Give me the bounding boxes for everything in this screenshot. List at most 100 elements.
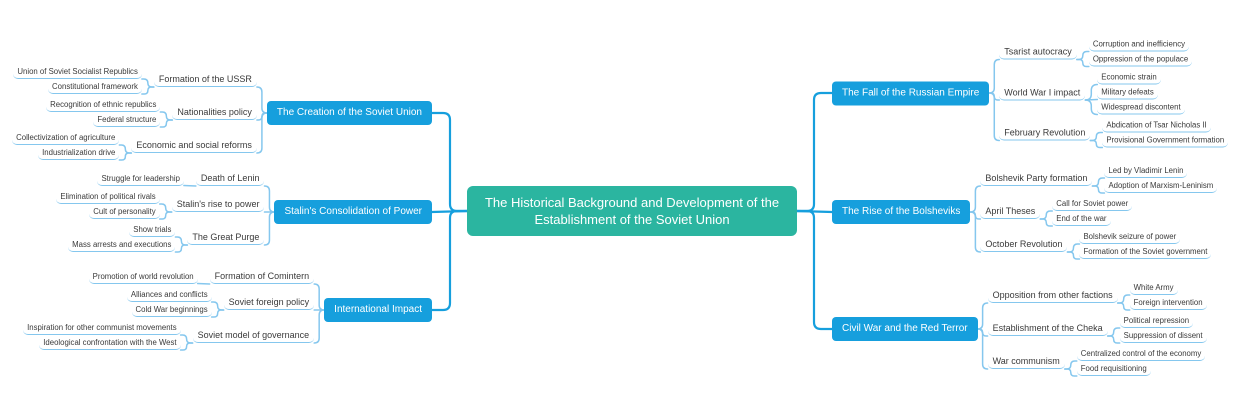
subtopic-group: Recognition of ethnic republics Federal … [46, 99, 257, 127]
subtopic-node[interactable]: April Theses [980, 205, 1041, 219]
leaf-node[interactable]: Constitutional framework [48, 81, 142, 94]
leaf-node[interactable]: Widespread discontent [1097, 102, 1185, 115]
leaf-node[interactable]: Formation of the Soviet government [1079, 246, 1212, 259]
leaf-node[interactable]: Led by Vladimir Lenin [1104, 165, 1188, 178]
connector-wire [795, 209, 834, 214]
subtopic-node[interactable]: Establishment of the Cheka [987, 322, 1108, 336]
subtopic-groups: Struggle for leadership Death of Lenin E… [56, 172, 265, 252]
main-topic-node[interactable]: International Impact [324, 298, 432, 322]
connector-wire [430, 209, 469, 214]
subtopic-group: Struggle for leadership Death of Lenin [97, 172, 265, 186]
connector-wire [430, 209, 469, 312]
central-topic-node[interactable]: The Historical Background and Developmen… [467, 186, 797, 236]
leaf-node[interactable]: White Army [1129, 282, 1178, 295]
leaf-node[interactable]: Call for Soviet power [1052, 198, 1133, 211]
subtopic-group: October Revolution Bolshevik seizure of … [980, 231, 1212, 259]
leaf-node[interactable]: Oppression of the populace [1088, 54, 1193, 67]
branch-stalin-consolidation: Struggle for leadership Death of Lenin E… [56, 172, 432, 252]
connector-wire [430, 111, 469, 213]
subtopic-node[interactable]: Formation of the USSR [153, 73, 257, 87]
leaf-column: Alliances and conflicts Cold War beginni… [126, 289, 212, 317]
branch-civil-war: Civil War and the Red Terror Opposition … [832, 282, 1207, 376]
subtopic-group: April Theses Call for Soviet power End o… [980, 198, 1133, 226]
subtopic-group: Opposition from other factions White Arm… [987, 282, 1207, 310]
leaf-node[interactable]: Food requisitioning [1076, 363, 1151, 376]
subtopic-node[interactable]: Soviet foreign policy [223, 296, 315, 310]
leaf-node[interactable]: Provisional Government formation [1102, 135, 1229, 148]
subtopic-node[interactable]: October Revolution [980, 238, 1068, 252]
leaf-node[interactable]: Federal structure [93, 114, 161, 127]
leaf-node[interactable]: Recognition of ethnic republics [46, 99, 161, 112]
leaf-column: Political repression Suppression of diss… [1119, 315, 1207, 343]
leaf-node[interactable]: Political repression [1119, 315, 1194, 328]
leaf-node[interactable]: Adoption of Marxism-Leninism [1104, 180, 1218, 193]
subtopic-node[interactable]: Soviet model of governance [192, 329, 315, 343]
leaf-node[interactable]: Struggle for leadership [97, 173, 184, 186]
branch-rise-of-bolsheviks: The Rise of the Bolsheviks Bolshevik Par… [832, 165, 1218, 259]
leaf-node[interactable]: Cold War beginnings [131, 304, 212, 317]
main-topic-node[interactable]: The Rise of the Bolsheviks [832, 200, 971, 224]
leaf-node[interactable]: Ideological confrontation with the West [39, 337, 181, 350]
branch-fall-of-empire: The Fall of the Russian Empire Tsarist a… [832, 39, 1229, 148]
leaf-column: Elimination of political rivals Cult of … [56, 191, 160, 219]
leaf-node[interactable]: Bolshevik seizure of power [1079, 231, 1181, 244]
subtopic-node[interactable]: February Revolution [999, 127, 1091, 141]
subtopic-group: War communism Centralized control of the… [987, 348, 1206, 376]
main-topic-node[interactable]: The Creation of the Soviet Union [266, 101, 432, 125]
leaf-node[interactable]: Elimination of political rivals [56, 191, 160, 204]
leaf-column: Corruption and inefficiency Oppression o… [1088, 39, 1193, 67]
branch-international-impact: Promotion of world revolution Formation … [23, 270, 432, 350]
leaf-node[interactable]: Military defeats [1097, 87, 1158, 100]
subtopic-node[interactable]: Formation of Comintern [209, 270, 315, 284]
leaf-node[interactable]: Centralized control of the economy [1076, 348, 1206, 361]
leaf-column: Centralized control of the economy Food … [1076, 348, 1206, 376]
subtopic-node[interactable]: War communism [987, 355, 1065, 369]
main-topic-node[interactable]: Stalin's Consolidation of Power [274, 200, 432, 224]
leaf-node[interactable]: Industrialization drive [38, 147, 120, 160]
branch-creation-of-ussr: Union of Soviet Socialist Republics Cons… [12, 66, 432, 160]
leaf-node[interactable]: Promotion of world revolution [88, 271, 198, 284]
subtopic-groups: Union of Soviet Socialist Republics Cons… [12, 66, 257, 160]
subtopic-group: Union of Soviet Socialist Republics Cons… [13, 66, 257, 94]
leaf-node[interactable]: Union of Soviet Socialist Republics [13, 66, 142, 79]
subtopic-node[interactable]: Nationalities policy [172, 106, 257, 120]
subtopic-node[interactable]: The Great Purge [187, 231, 265, 245]
leaf-node[interactable]: Foreign intervention [1129, 297, 1207, 310]
leaf-column: Show trials Mass arrests and executions [68, 224, 176, 252]
leaf-node[interactable]: Cult of personality [89, 206, 160, 219]
subtopic-node[interactable]: Opposition from other factions [987, 289, 1118, 303]
leaf-node[interactable]: Abdication of Tsar Nicholas II [1102, 120, 1211, 133]
subtopic-groups: Bolshevik Party formation Led by Vladimi… [980, 165, 1218, 259]
leaf-column: Union of Soviet Socialist Republics Cons… [13, 66, 142, 94]
leaf-column: Struggle for leadership [97, 173, 184, 186]
connector-wire [795, 91, 834, 213]
main-topic-node[interactable]: Civil War and the Red Terror [832, 317, 978, 341]
subtopic-group: Bolshevik Party formation Led by Vladimi… [980, 165, 1218, 193]
leaf-node[interactable]: Collectivization of agriculture [12, 132, 120, 145]
leaf-node[interactable]: End of the war [1052, 213, 1111, 226]
leaf-node[interactable]: Economic strain [1097, 72, 1161, 85]
connector-wire [795, 209, 834, 331]
subtopic-node[interactable]: Economic and social reforms [131, 139, 257, 153]
leaf-node[interactable]: Show trials [129, 224, 176, 237]
leaf-column: Collectivization of agriculture Industri… [12, 132, 120, 160]
leaf-column: Promotion of world revolution [88, 271, 198, 284]
subtopic-groups: Promotion of world revolution Formation … [23, 270, 315, 350]
main-topic-node[interactable]: The Fall of the Russian Empire [832, 81, 990, 105]
leaf-node[interactable]: Inspiration for other communist movement… [23, 322, 181, 335]
leaf-node[interactable]: Suppression of dissent [1119, 330, 1207, 343]
leaf-column: Call for Soviet power End of the war [1052, 198, 1133, 226]
subtopic-node[interactable]: Tsarist autocracy [999, 46, 1077, 60]
leaf-node[interactable]: Mass arrests and executions [68, 239, 176, 252]
subtopic-group: Establishment of the Cheka Political rep… [987, 315, 1207, 343]
subtopic-group: Alliances and conflicts Cold War beginni… [126, 289, 315, 317]
subtopic-group: Inspiration for other communist movement… [23, 322, 315, 350]
subtopic-node[interactable]: Death of Lenin [195, 172, 265, 186]
leaf-node[interactable]: Alliances and conflicts [126, 289, 212, 302]
subtopic-node[interactable]: Stalin's rise to power [171, 198, 265, 212]
subtopic-group: Collectivization of agriculture Industri… [12, 132, 257, 160]
subtopic-node[interactable]: World War I impact [999, 86, 1086, 100]
leaf-node[interactable]: Corruption and inefficiency [1088, 39, 1189, 52]
subtopic-node[interactable]: Bolshevik Party formation [980, 172, 1093, 186]
leaf-column: Led by Vladimir Lenin Adoption of Marxis… [1104, 165, 1218, 193]
